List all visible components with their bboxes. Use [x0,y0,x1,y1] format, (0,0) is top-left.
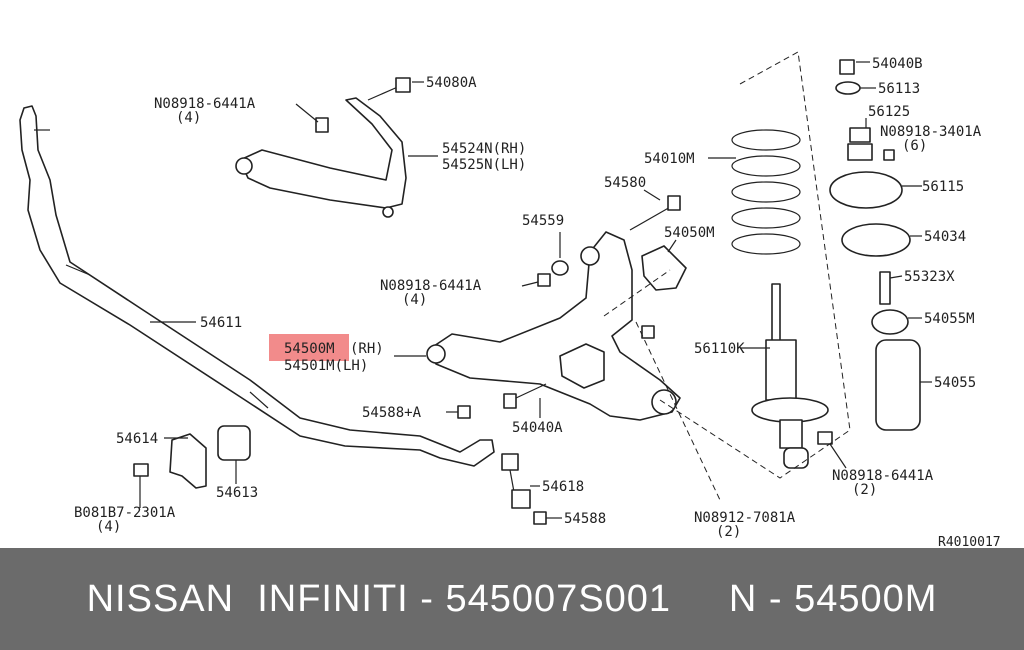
bolt-081b7 [133,463,149,500]
label-56125: 56125 [868,104,910,120]
upper-control-arm [235,97,407,218]
nut-mid [537,273,551,287]
label-54588a: 54588+A [362,405,422,421]
washer-54559 [551,260,569,276]
label-54525n: 54525N(LH) [442,157,526,173]
stabilizer-bar [19,105,495,467]
group-outline [659,51,851,479]
label-qty-6: (6) [902,138,927,154]
label-n-08918-6441a-right: N08918-6441A [832,468,934,484]
label-54010m: 54010M [644,151,695,167]
suspension-parts-diagram: N08918-6441A (4) 54080A 54524N(RH) 54525… [19,51,1001,548]
label-54500m: 54500M [284,341,335,357]
lower-control-arm [426,231,681,421]
label-n-08918-6441a-top: N08918-6441A [154,96,256,112]
label-54618: 54618 [542,479,584,495]
label-qty-2-right: (2) [852,482,877,498]
bolt-54080a [367,77,411,101]
label-n-08912-7081a: N08912-7081A [694,510,796,526]
strut-mount-stack [817,59,921,445]
label-54614: 54614 [116,431,158,447]
nut-08912 [641,325,655,339]
nut-54588a [457,405,471,419]
label-n-08918-3401a: N08918-3401A [880,124,982,140]
label-54040a: 54040A [512,420,563,436]
label-54580: 54580 [604,175,646,191]
part-highlight [269,334,349,361]
nut-54588 [533,511,547,525]
label-qty-4-bot: (4) [96,519,121,535]
label-54501m: 54501M(LH) [284,358,368,374]
label-54040b: 54040B [872,56,923,72]
leader-lines [139,61,932,519]
label-54080a: 54080A [426,75,477,91]
bolt-54580 [629,195,681,231]
label-ref-code: R4010017 [938,535,1001,548]
coil-spring [731,129,801,255]
label-54050m: 54050M [664,225,715,241]
label-qty-2-bot: (2) [716,524,741,540]
bolt-54040a [503,383,547,409]
label-56113: 56113 [878,81,920,97]
label-54524n: 54524N(RH) [442,141,526,157]
label-54559: 54559 [522,213,564,229]
shock-absorber [751,283,829,469]
label-54055m: 54055M [924,311,975,327]
clamp-54614 [169,433,207,489]
label-54613: 54613 [216,485,258,501]
footer-text: NISSAN INFINITI - 545007S001 N - 54500M [86,577,938,620]
label-n-08918-6441a-mid: N08918-6441A [380,278,482,294]
label-b081b7: B081B7-2301A [74,505,176,521]
bushing-54613 [217,425,251,461]
label-54034: 54034 [924,229,966,245]
label-rh: (RH) [350,341,384,357]
footer-bar: NISSAN INFINITI - 545007S001 N - 54500M [0,548,1024,650]
label-56115: 56115 [922,179,964,195]
label-55323x: 55323X [904,269,955,285]
label-qty-4-mid: (4) [402,292,427,308]
label-54588: 54588 [564,511,606,527]
label-qty-4-top: (4) [176,110,201,126]
label-56110k: 56110K [694,341,745,357]
bracket-54050m [641,245,687,291]
label-54611: 54611 [200,315,242,331]
stabilizer-link [501,453,531,509]
label-54055: 54055 [934,375,976,391]
